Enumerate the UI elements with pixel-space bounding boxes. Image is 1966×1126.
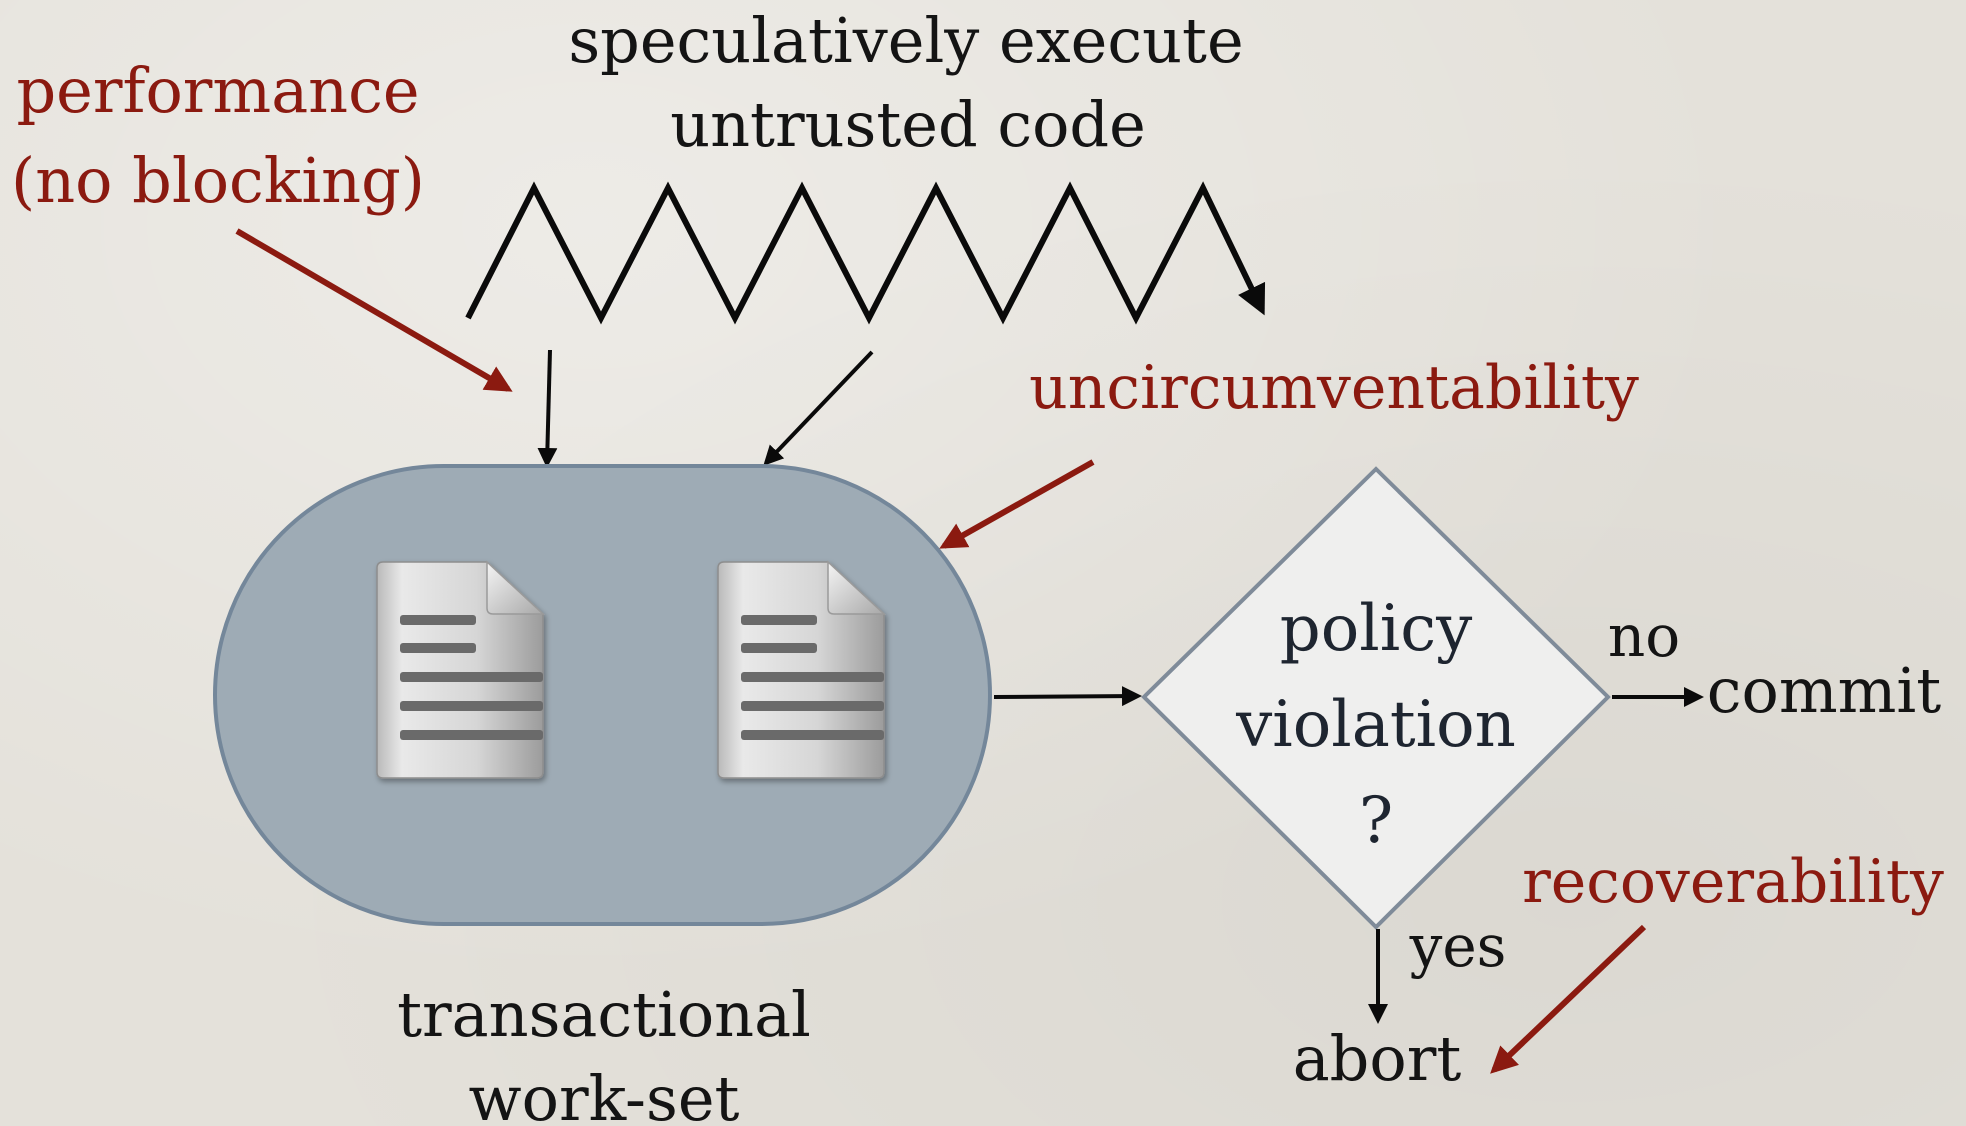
check-arrow <box>993 686 1142 707</box>
uncircumventability-arrow <box>939 459 1095 549</box>
zigzag-arrow-icon <box>465 181 1266 325</box>
performance-label-line1: performance <box>16 54 419 127</box>
yes-label: yes <box>1409 912 1507 980</box>
performance-arrow <box>235 228 513 392</box>
workset-label-line1: transactional <box>397 978 811 1051</box>
policy-label-line3: ? <box>1359 784 1393 858</box>
policy-label-line2: violation <box>1235 688 1516 762</box>
read-arrow <box>537 349 558 468</box>
uncircumventability-label: uncircumventability <box>1029 353 1639 423</box>
document-icon <box>717 560 886 779</box>
commit-label: commit <box>1707 654 1941 727</box>
workset-label-line2: work-set <box>469 1062 740 1126</box>
speculative-label-line2: untrusted code <box>670 88 1146 161</box>
abort-label: abort <box>1293 1022 1462 1095</box>
write-arrow <box>763 350 874 466</box>
document-icon <box>376 560 545 779</box>
policy-label-line1: policy <box>1280 592 1472 666</box>
policy-violation-decision <box>1141 466 1611 930</box>
performance-label-line2: (no blocking) <box>11 144 425 217</box>
recoverability-label: recoverability <box>1522 847 1944 917</box>
recoverability-arrow <box>1490 924 1647 1074</box>
no-label: no <box>1608 602 1680 670</box>
speculative-label-line1: speculatively execute <box>568 4 1243 77</box>
